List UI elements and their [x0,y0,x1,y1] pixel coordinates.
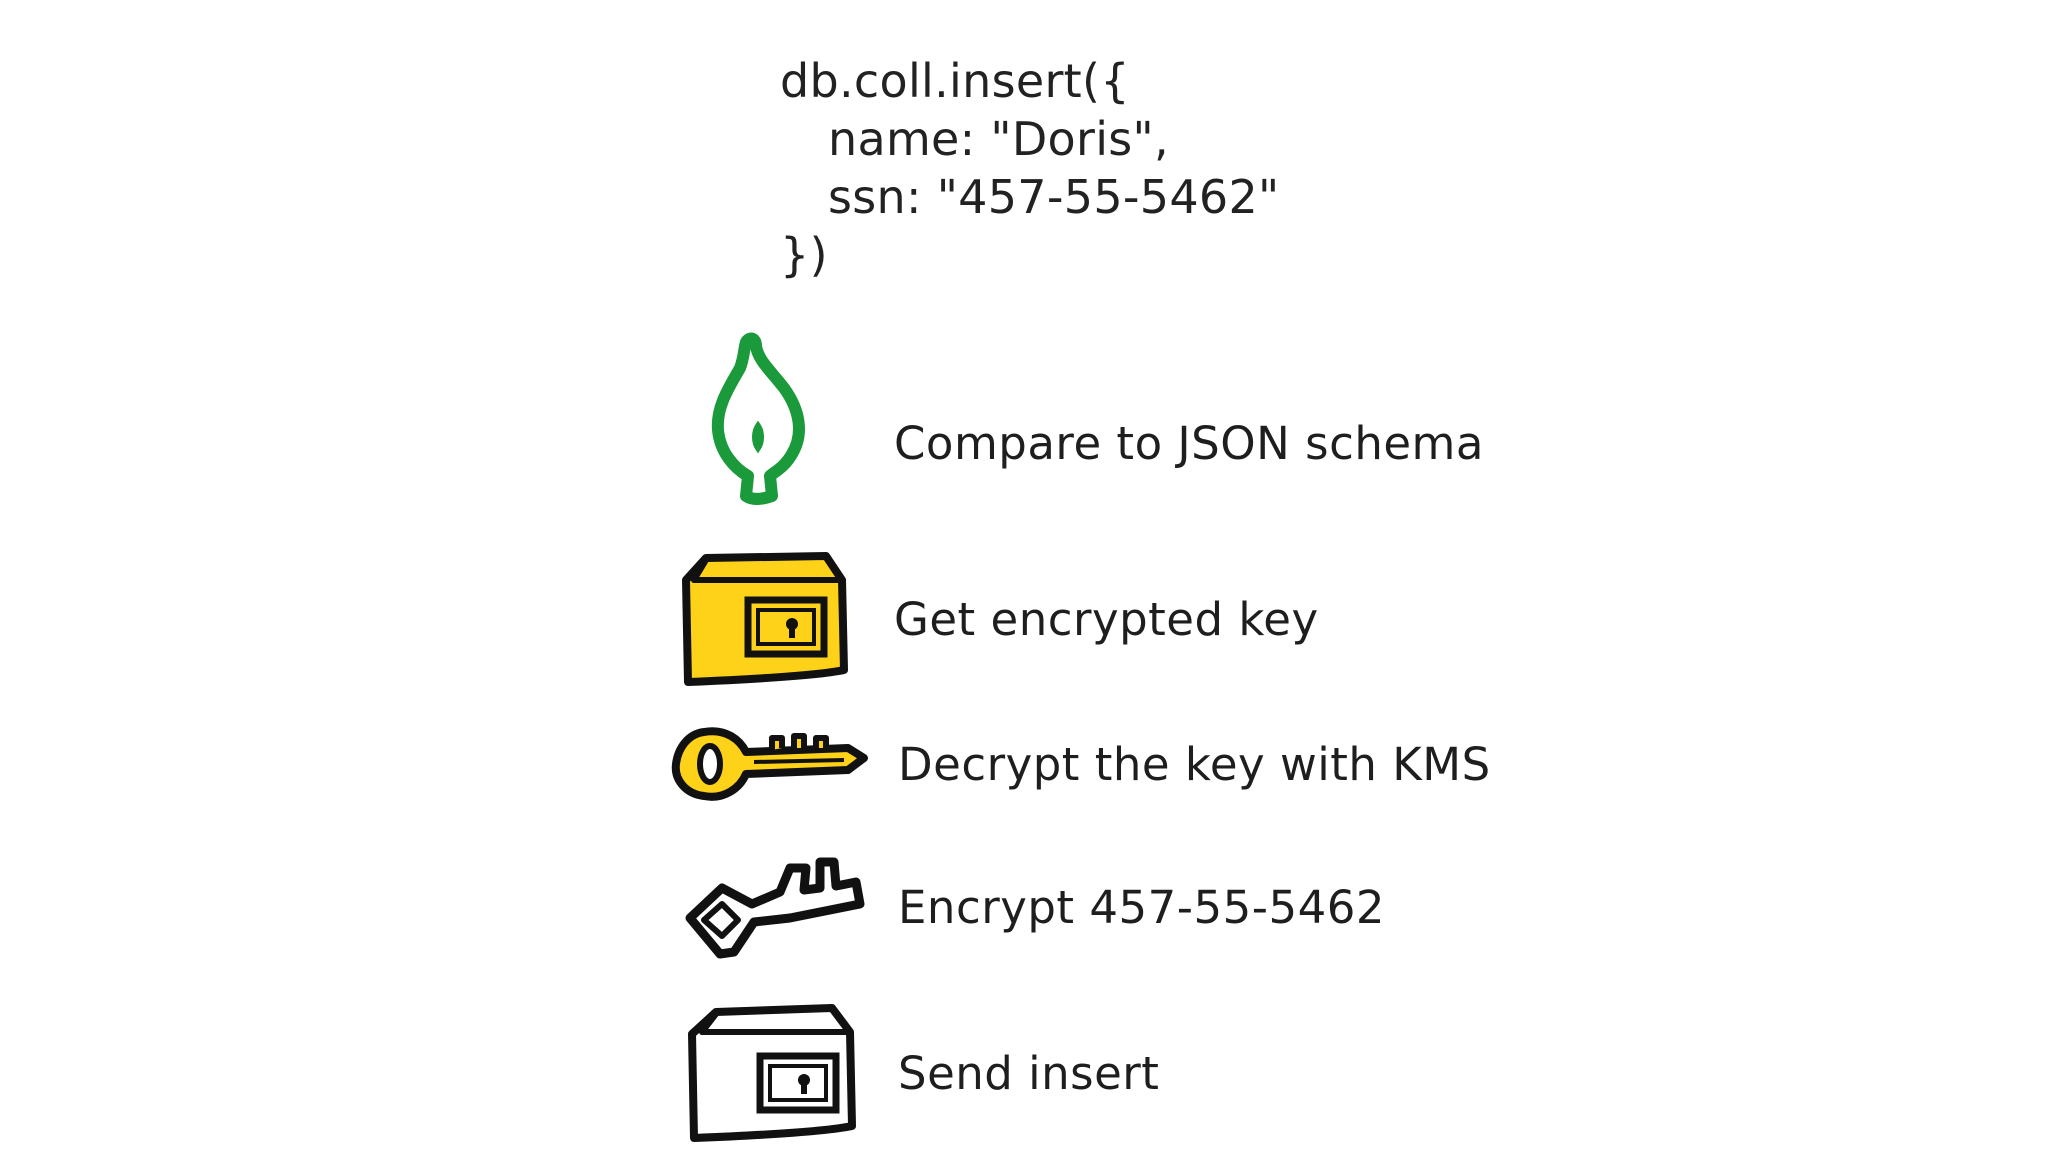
code-line-3: ssn: "457-55-5462" [828,170,1280,224]
step-label-3: Decrypt the key with KMS [898,738,1491,791]
safe-icon [682,552,848,686]
step-label-1: Compare to JSON schema [894,417,1484,470]
step-label-5: Send insert [898,1047,1160,1100]
code-line-4: }) [780,228,828,282]
code-block: db.coll.insert({ name: "Doris", ssn: "45… [780,52,1280,284]
step-label-4: Encrypt 457-55-5462 [898,881,1385,934]
safe-outline-icon [688,1004,856,1142]
leaf-icon [711,332,805,505]
key-outline-icon [685,857,865,959]
step-label-2: Get encrypted key [894,593,1319,646]
key-icon [671,727,868,801]
code-line-1: db.coll.insert({ [780,54,1130,108]
code-line-2: name: "Doris", [828,112,1169,166]
